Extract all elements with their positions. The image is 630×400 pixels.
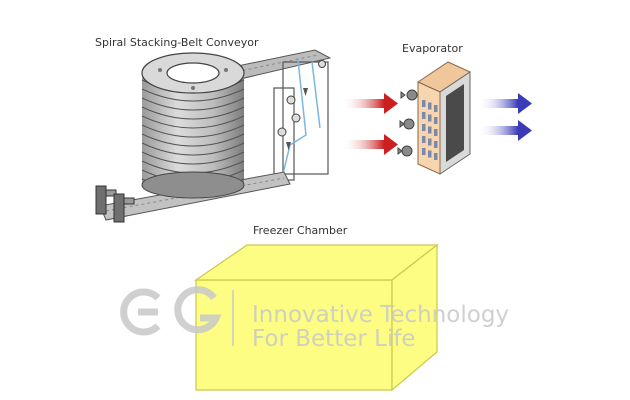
evaporator-coil-cell xyxy=(422,100,426,107)
evaporator-coil-cell xyxy=(434,153,438,160)
cold-air-arrow-upper xyxy=(478,93,532,114)
drum-ring xyxy=(141,88,245,102)
watermark-line-2: For Better Life xyxy=(252,326,416,352)
freezer-label: Freezer Chamber xyxy=(253,224,348,237)
drum-ring xyxy=(141,142,245,156)
evaporator-unit xyxy=(397,61,472,175)
drum-ring xyxy=(141,115,245,129)
warm-air-arrow-upper xyxy=(342,93,398,114)
watermark: Innovative Technology For Better Life xyxy=(120,286,509,352)
freezer-side-face xyxy=(391,243,438,392)
evaporator-coil-cell xyxy=(422,112,426,119)
conveyor-drum xyxy=(141,52,245,199)
watermark-logo-icon xyxy=(120,286,222,336)
evaporator-coil-cell xyxy=(422,136,426,143)
evaporator-fans xyxy=(397,89,418,157)
cold-air-arrow-lower xyxy=(478,120,532,141)
conveyor-infeed-stands xyxy=(95,185,135,223)
drum-ring xyxy=(141,106,245,120)
evaporator-coil-cell xyxy=(422,124,426,131)
evaporator-coil-cell xyxy=(434,129,438,136)
evaporator-coil-cell xyxy=(434,117,438,124)
evaporator-coil-cell xyxy=(428,150,432,158)
evaporator-coil-cell xyxy=(422,148,426,155)
evaporator-coil-cell xyxy=(428,138,432,146)
drum-ring xyxy=(141,97,245,111)
drum-ring xyxy=(141,133,245,147)
drum-ring xyxy=(141,151,245,165)
evaporator-coil-cell xyxy=(428,126,432,134)
spiral-conveyor xyxy=(95,49,332,223)
evaporator-label: Evaporator xyxy=(402,42,463,55)
evaporator-coil-cell xyxy=(434,141,438,148)
freezer-chamber xyxy=(194,243,439,392)
evaporator-coil-cell xyxy=(428,102,432,110)
watermark-line-1: Innovative Technology xyxy=(252,302,509,328)
conveyor-side-frame xyxy=(273,59,329,183)
evaporator-coil-cell xyxy=(428,114,432,122)
drum-ring xyxy=(141,124,245,138)
conveyor-label: Spiral Stacking-Belt Conveyor xyxy=(95,36,259,49)
evaporator-coil-cell xyxy=(434,105,438,112)
warm-air-arrow-lower xyxy=(342,134,398,155)
